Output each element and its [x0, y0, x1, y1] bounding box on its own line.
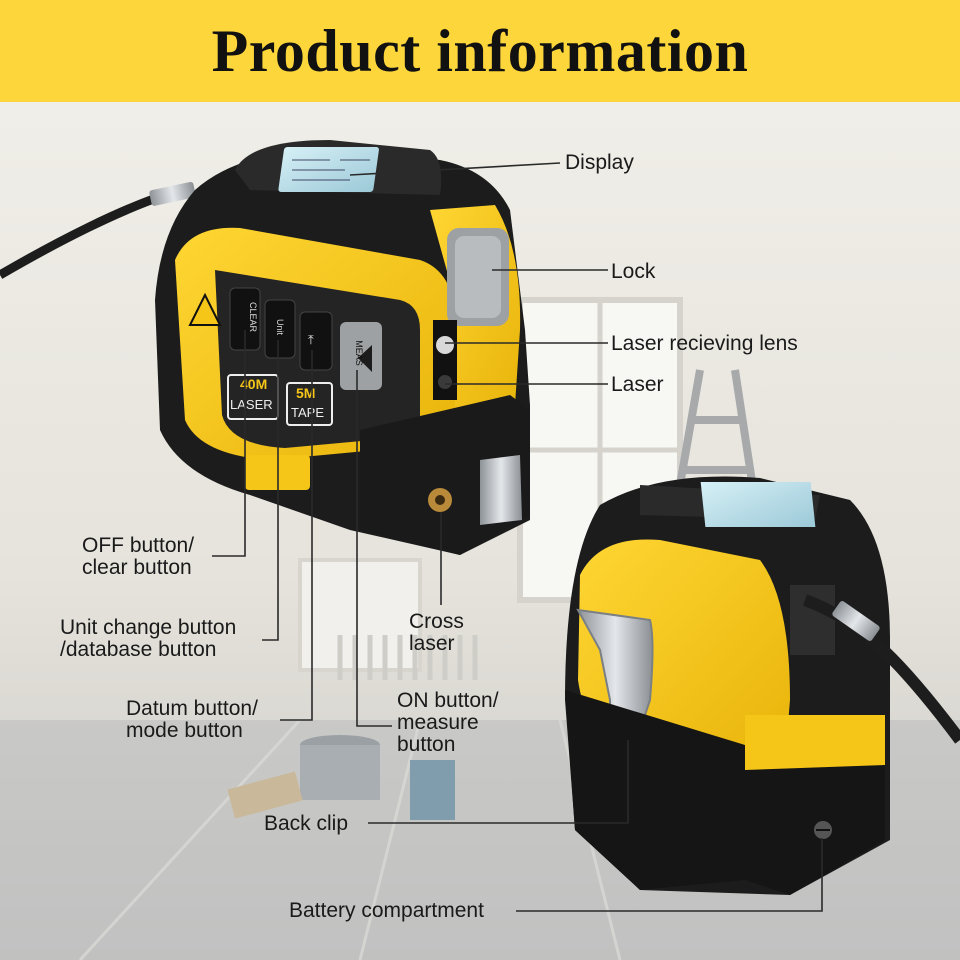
datum-button-print: ⤒	[308, 332, 314, 347]
unit-button-print: Unit	[275, 318, 286, 336]
label-cross-laser: Cross laser	[409, 611, 464, 655]
tape-range-badge: 5M	[296, 385, 316, 401]
label-off-button-line1: OFF button/	[82, 534, 195, 557]
label-receiving-lens: Laser recieving lens	[611, 332, 798, 355]
label-unit-button: Unit change button /database button	[60, 617, 236, 661]
tape-word-badge: TAPE	[291, 405, 324, 420]
label-lock: Lock	[611, 260, 656, 283]
label-battery: Battery compartment	[289, 899, 484, 922]
label-on-button-line3: button	[397, 733, 456, 756]
label-display: Display	[565, 151, 634, 174]
label-on-button: ON button/ measure button	[397, 690, 499, 756]
label-back-clip: Back clip	[264, 812, 349, 835]
label-on-button-line2: measure	[397, 711, 479, 734]
meas-button-print: MEAS	[353, 340, 364, 366]
label-laser: Laser	[611, 373, 664, 396]
label-off-button-line2: clear button	[82, 556, 192, 579]
label-on-button-line1: ON button/	[397, 689, 499, 712]
label-unit-button-line2: /database button	[60, 638, 217, 661]
label-cross-laser-line1: Cross	[409, 610, 464, 633]
label-datum-button-line1: Datum button/	[126, 697, 258, 720]
label-datum-button: Datum button/ mode button	[126, 698, 258, 742]
laser-range-badge: 40M	[240, 376, 268, 392]
label-unit-button-line1: Unit change button	[60, 616, 237, 639]
banner-title: Product information	[211, 17, 749, 84]
label-off-button: OFF button/ clear button	[82, 535, 194, 579]
laser-word-badge: LASER	[230, 397, 273, 412]
title-banner: Product information	[0, 0, 960, 102]
clear-button-print: CLEAR	[248, 301, 259, 333]
label-cross-laser-line2: laser	[409, 632, 455, 655]
label-datum-button-line2: mode button	[126, 719, 243, 742]
